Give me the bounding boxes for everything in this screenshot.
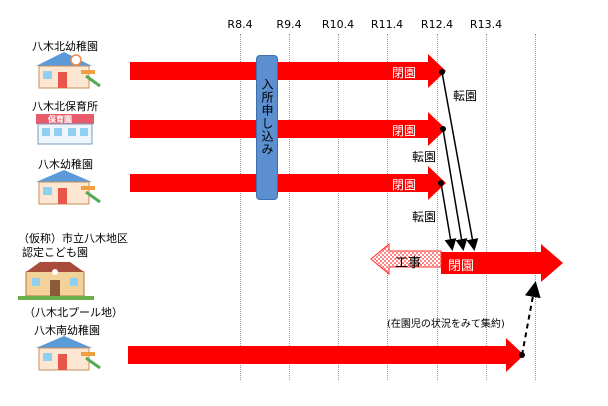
kindergarten-building-icon xyxy=(36,170,101,205)
gridline xyxy=(289,34,290,380)
consolidation-arrow xyxy=(521,281,541,356)
closure-label: 閉園 xyxy=(392,178,417,192)
kindergarten-building-icon xyxy=(36,336,101,371)
facility-label-kita-kindergarten: 八木北幼稚園 xyxy=(32,40,98,53)
construction-label: 工事 xyxy=(395,256,422,271)
tick-r13-4: R13.4 xyxy=(469,18,503,31)
tick-r11-4: R11.4 xyxy=(370,18,404,31)
facility-label-new-center-site: （八木北プール地） xyxy=(24,306,123,319)
gridline xyxy=(437,34,438,380)
closure-label: 閉園 xyxy=(392,66,417,80)
tick-r8-4: R8.4 xyxy=(227,18,253,31)
nursery-sign: 保育園 xyxy=(48,115,72,124)
transfer-label: 転園 xyxy=(453,89,478,103)
arrow-new-center xyxy=(441,244,563,282)
facility-label-new-center-line1: （仮称）市立八木地区 xyxy=(18,232,128,245)
facility-label-minami-kindergarten: 八木南幼稚園 xyxy=(34,324,100,337)
gridline xyxy=(240,34,241,380)
signup-period-bar: 入所申し込み xyxy=(256,55,278,200)
transfer-arrow xyxy=(440,182,457,251)
tick-r12-4: R12.4 xyxy=(420,18,454,31)
nursery-building-icon xyxy=(36,114,94,145)
construction-arrow xyxy=(370,242,442,276)
gridline xyxy=(387,34,388,380)
arrow-minami-kindergarten xyxy=(128,338,524,372)
closure-label: 閉園 xyxy=(392,124,417,138)
new-center-building-icon xyxy=(18,261,94,300)
arrow-kita-kindergarten xyxy=(130,54,446,88)
kindergarten-building-icon xyxy=(36,52,101,89)
gridline xyxy=(338,34,339,380)
arrow-kita-nursery xyxy=(130,112,446,146)
gridline xyxy=(535,34,536,380)
gridline xyxy=(486,34,487,380)
transfer-arrow xyxy=(441,71,479,251)
facility-label-kita-nursery: 八木北保育所 xyxy=(32,100,98,113)
transfer-label: 転園 xyxy=(412,150,437,164)
facility-label-yagi-kindergarten: 八木幼稚園 xyxy=(38,158,93,171)
new-center-closure-label: 閉園 xyxy=(448,259,475,274)
tick-r9-4: R9.4 xyxy=(276,18,302,31)
facility-label-new-center-line2: 認定こども園 xyxy=(22,246,88,259)
tick-r10-4: R10.4 xyxy=(321,18,355,31)
transfer-label: 転園 xyxy=(412,210,437,224)
transfer-arrow xyxy=(442,128,468,251)
consolidation-note: (在園児の状況をみて集約) xyxy=(387,319,505,330)
arrow-yagi-kindergarten xyxy=(130,166,446,200)
signup-label: 入所申し込み xyxy=(260,78,274,156)
